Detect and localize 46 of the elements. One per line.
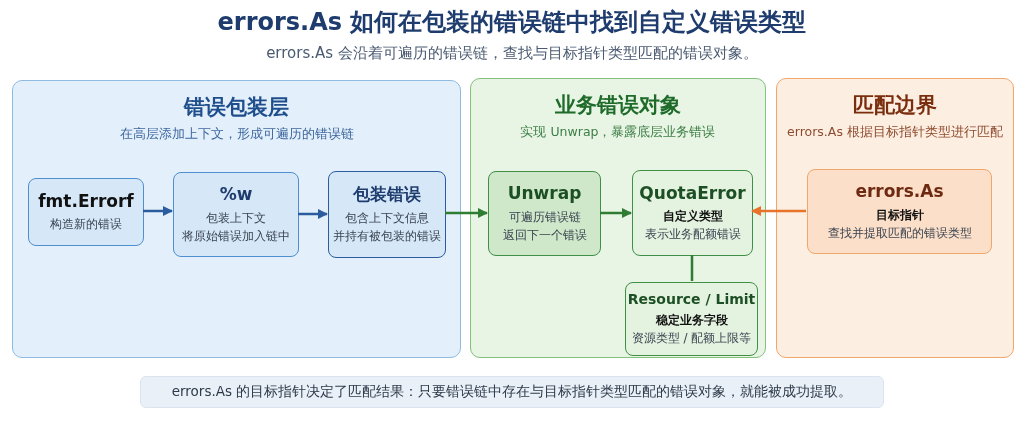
- box-text: 目标指针: [875, 206, 924, 224]
- arrow: [600, 208, 632, 218]
- box-text: 返回下一个错误: [502, 226, 587, 244]
- panel-heading: 错误包装层: [182, 94, 290, 121]
- box-title: Unwrap: [507, 183, 582, 204]
- panel-heading: 匹配边界: [852, 92, 938, 119]
- title: errors.As 如何在包装的错误链中找到自定义错误类型: [216, 7, 808, 38]
- arrow: [445, 208, 488, 218]
- note-box: [140, 376, 884, 408]
- process-box: [632, 170, 753, 256]
- box-text: 并持有被包装的错误: [333, 227, 441, 245]
- note-text: errors.As 的目标指针决定了匹配结果：只要错误链中存在与目标指针类型匹配的错误对象，就能被成功提取。: [171, 383, 853, 401]
- box-title: fmt.Errorf: [38, 190, 134, 212]
- panel: [776, 78, 1014, 358]
- panel: [12, 80, 461, 358]
- box-text: 构造新的错误: [50, 216, 122, 234]
- box-text: 查找并提取匹配的错误类型: [827, 224, 972, 242]
- process-box: [173, 172, 299, 257]
- box-text: 包装上下文: [206, 209, 266, 227]
- subtitle: errors.As 会沿着可遍历的错误链，查找与目标指针类型匹配的错误对象。: [265, 44, 759, 63]
- panel: [470, 78, 766, 358]
- box-title: %w: [219, 184, 253, 205]
- connector-line: [690, 255, 694, 281]
- arrow: [751, 206, 806, 216]
- box-title: 包装错误: [353, 184, 421, 205]
- box-title: errors.As: [855, 181, 944, 202]
- panel-heading: 业务错误对象: [554, 92, 682, 119]
- process-box: [488, 171, 601, 256]
- box-text: 自定义类型: [662, 208, 723, 226]
- process-box: [28, 178, 144, 246]
- box-text: 稳定业务字段: [655, 312, 728, 330]
- arrow: [143, 206, 173, 216]
- panel-subtitle: 实现 Unwrap，暴露底层业务错误: [519, 124, 717, 141]
- arrow: [298, 209, 328, 219]
- box-text: 资源类型 / 配额上限等: [631, 330, 752, 348]
- process-box: [328, 171, 446, 258]
- box-text: 包含上下文信息: [345, 209, 429, 227]
- panel-subtitle: errors.As 根据目标指针类型进行匹配: [786, 124, 1004, 141]
- box-text: 表示业务配额错误: [644, 226, 741, 244]
- box-title: Resource / Limit: [627, 290, 756, 308]
- process-box: [807, 169, 992, 254]
- box-text: 可遍历错误链: [508, 208, 581, 226]
- box-title: QuotaError: [639, 182, 746, 204]
- box-text: 将原始错误加入链中: [182, 227, 290, 245]
- process-box: [625, 282, 758, 356]
- panel-subtitle: 在高层添加上下文，形成可遍历的错误链: [118, 126, 355, 143]
